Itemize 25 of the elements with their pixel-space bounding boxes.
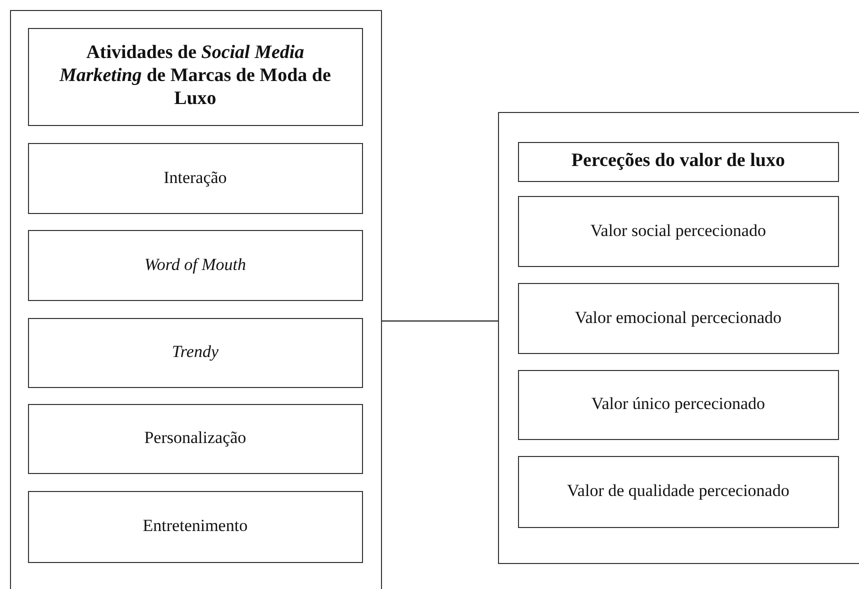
item-box: [518, 456, 839, 528]
item-box: [518, 196, 839, 267]
item-label: Word of Mouth: [144, 254, 246, 276]
connector-line: [382, 320, 498, 322]
group-frame: [10, 10, 382, 589]
item-box: [518, 370, 839, 440]
heading-text: Atividades de Social Media Marketing de Marcas de Moda de Luxo: [58, 42, 332, 111]
item-label: Valor social percecionado: [590, 220, 766, 242]
heading-box: [28, 28, 363, 126]
group-frame: [498, 112, 859, 564]
heading-box: [518, 142, 839, 182]
item-label: Valor de qualidade percecionado: [567, 481, 790, 502]
heading-text: Perceções do valor de luxo: [570, 150, 786, 174]
item-label: Valor emocional percecionado: [574, 308, 782, 328]
item-box: [28, 230, 363, 301]
item-label: Interação: [164, 168, 227, 188]
item-box: [518, 282, 839, 354]
item-label: Trendy: [172, 342, 218, 363]
item-label: Entretenimento: [142, 516, 248, 537]
item-box: [28, 142, 363, 214]
item-box: [28, 404, 363, 474]
item-label: Personalização: [144, 428, 246, 449]
item-label: Valor único percecionado: [591, 394, 766, 415]
item-box: [28, 318, 363, 388]
item-box: [28, 490, 363, 563]
